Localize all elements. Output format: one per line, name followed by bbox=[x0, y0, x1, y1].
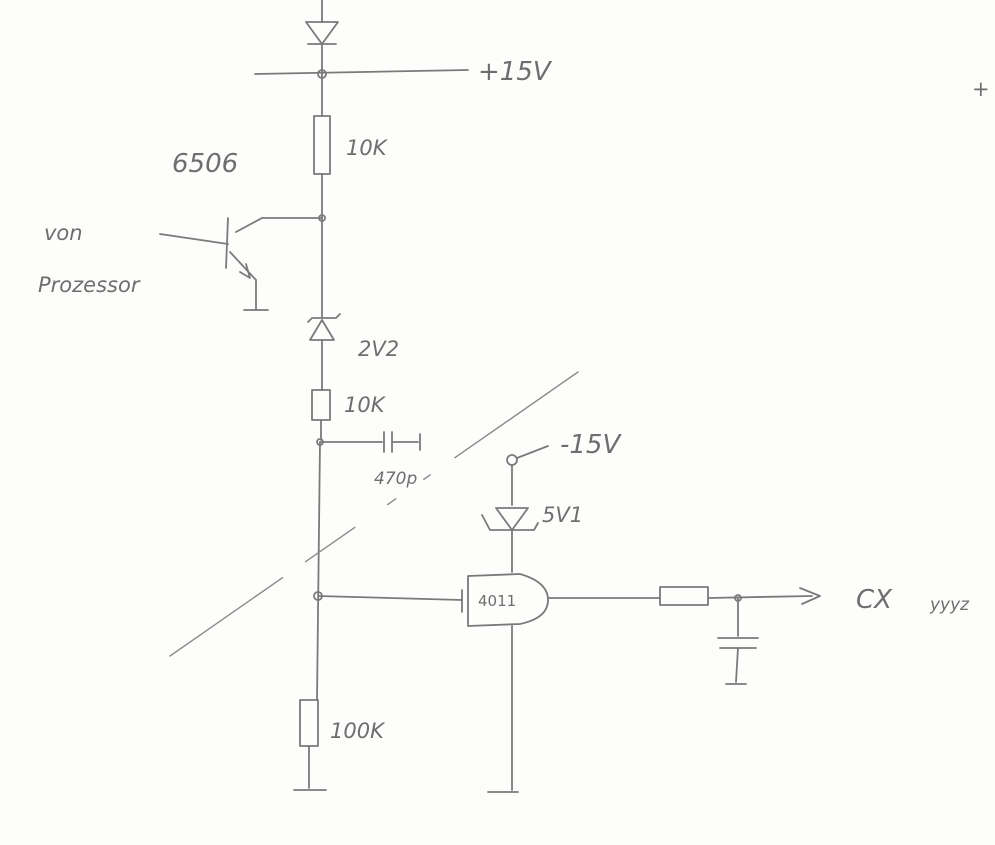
supply-positive-label: +15V bbox=[478, 57, 553, 87]
edge-mark: + bbox=[972, 77, 990, 101]
zener-2v2 bbox=[307, 217, 341, 391]
transistor bbox=[159, 217, 323, 311]
output-suffix-label: yyyz bbox=[929, 595, 970, 615]
resistor-r1 bbox=[313, 73, 331, 219]
zener-top-value-label: 2V2 bbox=[358, 337, 399, 361]
main-vertical-wire bbox=[316, 441, 321, 701]
zener-bottom-value-label: 5V1 bbox=[542, 503, 583, 527]
pulldown-value-label: 100K bbox=[330, 719, 386, 743]
nand-gate bbox=[461, 573, 549, 793]
negative-supply-branch bbox=[481, 445, 549, 573]
output-label: CX bbox=[856, 585, 893, 615]
resistor-pulldown bbox=[293, 699, 327, 791]
input-source-label-1: von bbox=[44, 221, 83, 245]
cap-value-label: 470p bbox=[374, 469, 417, 489]
gate-ic-label: 4011 bbox=[478, 592, 516, 610]
input-source-label-2: Prozessor bbox=[38, 273, 141, 297]
transistor-type-label: 6506 bbox=[172, 149, 238, 179]
r2-value-label: 10K bbox=[344, 393, 387, 417]
supply-diode bbox=[305, 0, 339, 75]
resistor-r2 bbox=[311, 389, 331, 441]
supply-negative-label: -15V bbox=[560, 430, 622, 460]
positive-rail bbox=[254, 69, 469, 79]
gate-input-wire bbox=[317, 595, 463, 601]
r1-value-label: 10K bbox=[346, 136, 389, 160]
capacitor-470p bbox=[316, 431, 421, 453]
diagonal-separator-line bbox=[169, 371, 579, 657]
output-rc-network bbox=[547, 586, 821, 685]
